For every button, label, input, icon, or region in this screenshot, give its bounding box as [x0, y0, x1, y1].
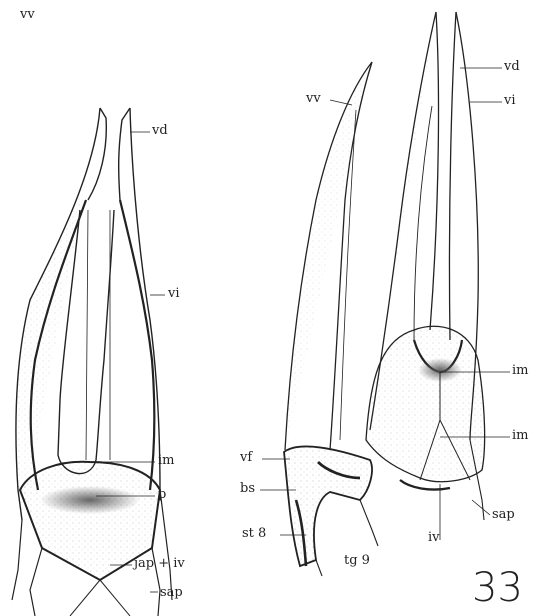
- label-right-sap: sap: [492, 508, 515, 521]
- left-ovipositor: [12, 108, 172, 616]
- left-valve-tip: [88, 108, 106, 200]
- label-left-vi: vi: [168, 287, 180, 300]
- label-right-vi: vi: [504, 94, 516, 107]
- label-right-bs: bs: [240, 482, 255, 495]
- label-left-jap-iv: jap + iv: [134, 557, 185, 570]
- label-right-vd: vd: [504, 60, 520, 73]
- label-right-tg9: tg 9: [344, 554, 370, 567]
- label-left-vd: vd: [152, 124, 168, 137]
- label-left-p: p: [158, 488, 166, 501]
- label-right-im-lower: im: [512, 429, 529, 442]
- sap-left: [30, 548, 42, 616]
- label-right-vf: vf: [240, 451, 252, 464]
- label-right-im-upper: im: [512, 364, 529, 377]
- label-top-vv: vv: [20, 8, 35, 21]
- label-right-st8: st 8: [242, 527, 266, 540]
- ventral-valve: [285, 62, 372, 450]
- right-outer-valve: [130, 108, 160, 490]
- label-left-im: im: [158, 454, 175, 467]
- label-right-iv: iv: [428, 531, 440, 544]
- plate-number: 33: [472, 568, 523, 608]
- inner-valve-right: [120, 200, 154, 490]
- median-plate: [366, 326, 485, 481]
- label-right-vv: vv: [306, 92, 321, 105]
- label-left-sap: sap: [160, 586, 183, 599]
